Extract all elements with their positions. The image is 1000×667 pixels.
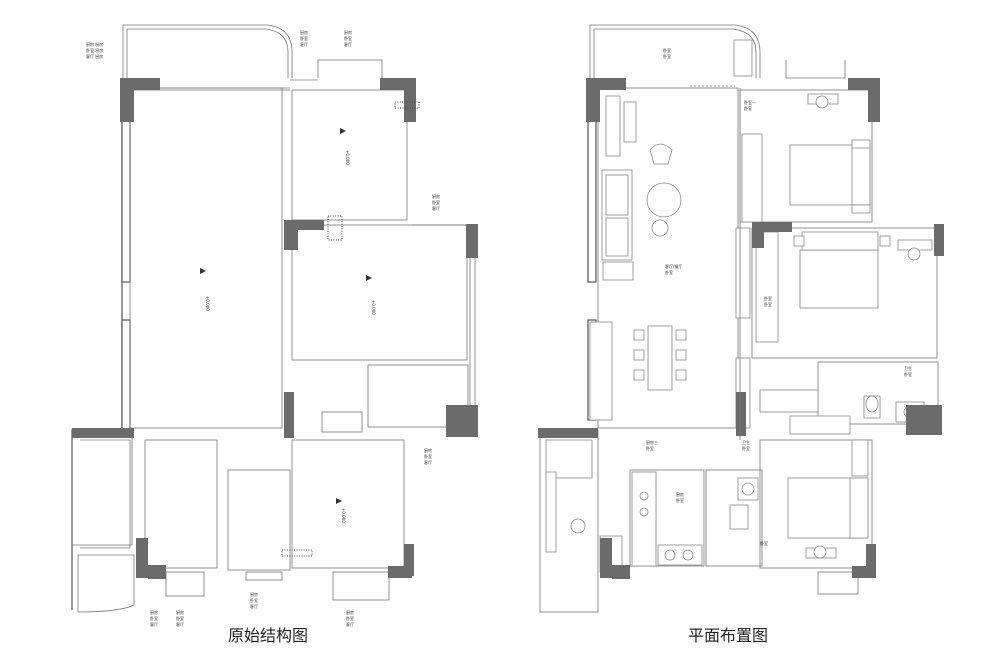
svg-text:卧室: 卧室 — [176, 615, 184, 621]
svg-text:卧室: 卧室 — [150, 615, 158, 621]
sideboard — [589, 321, 613, 421]
svg-text:厨房: 厨房 — [676, 491, 684, 497]
round-coffee-table — [646, 182, 682, 218]
svg-text:卧室一: 卧室一 — [744, 99, 756, 105]
dining-table — [647, 325, 673, 391]
svg-text:客厅: 客厅 — [346, 621, 354, 627]
bedroom-2-original — [291, 224, 468, 361]
svg-text:客厅: 客厅 — [300, 41, 308, 47]
svg-text:厨房: 厨房 — [300, 29, 308, 35]
kitchen — [629, 469, 705, 567]
tv-cabinet — [605, 95, 621, 157]
svg-text:卫生: 卫生 — [904, 365, 912, 371]
svg-text:卫生: 卫生 — [742, 439, 750, 445]
svg-text:客厅/餐厅: 客厅/餐厅 — [665, 263, 682, 269]
svg-text:+0.000: +0.000 — [205, 296, 210, 311]
svg-text:卧室: 卧室 — [676, 497, 684, 503]
svg-text:客厅: 客厅 — [424, 459, 432, 465]
sink — [657, 544, 703, 566]
caption-furniture-layout: 平面布置图 — [688, 626, 768, 645]
balcony-north — [589, 24, 761, 78]
svg-text:厨房: 厨房 — [250, 591, 258, 597]
svg-text:卧室 厨房: 卧室 厨房 — [86, 47, 103, 53]
piano — [623, 101, 637, 143]
bedroom-2 — [751, 227, 938, 359]
bathroom-2 — [705, 469, 763, 567]
svg-text:厨房三: 厨房三 — [646, 439, 658, 445]
svg-text:卧室: 卧室 — [300, 35, 308, 41]
svg-text:客厅: 客厅 — [432, 205, 440, 211]
svg-text:客厅: 客厅 — [150, 621, 158, 627]
svg-text:卧室: 卧室 — [663, 53, 671, 59]
svg-text:厨房: 厨房 — [150, 609, 158, 615]
svg-text:卧室: 卧室 — [344, 35, 352, 41]
balcony-north — [122, 24, 293, 78]
living-room-original — [129, 87, 283, 429]
svg-text:卧室: 卧室 — [424, 453, 432, 459]
svg-text:+0.000: +0.000 — [345, 150, 350, 165]
svg-text:客厅: 客厅 — [176, 621, 184, 627]
svg-text:卧室: 卧室 — [432, 199, 440, 205]
kitchen-counter — [631, 471, 657, 567]
svg-text:卧室: 卧室 — [904, 371, 912, 377]
svg-text:卧室: 卧室 — [764, 295, 772, 301]
svg-text:卧室: 卧室 — [646, 445, 654, 451]
desk — [545, 471, 557, 553]
svg-text:厨房: 厨房 — [344, 29, 352, 35]
bathroom-2-original — [227, 469, 291, 571]
wardrobe — [755, 231, 779, 343]
svg-text:厨房: 厨房 — [424, 447, 432, 453]
svg-text:厨房: 厨房 — [432, 193, 440, 199]
svg-text:卧室: 卧室 — [663, 47, 671, 53]
svg-text:+0.000: +0.000 — [341, 508, 346, 523]
svg-text:卧室: 卧室 — [760, 540, 768, 546]
svg-text:卧室: 卧室 — [250, 597, 258, 603]
svg-text:厨房: 厨房 — [346, 609, 354, 615]
wardrobe — [741, 133, 763, 223]
svg-text:卧室: 卧室 — [744, 105, 752, 111]
svg-text:厨房 厨房: 厨房 厨房 — [86, 41, 103, 47]
svg-text:卧室: 卧室 — [346, 615, 354, 621]
bedroom-3 — [759, 439, 873, 569]
balcony-southwest — [77, 554, 135, 613]
svg-text:+0.000: +0.000 — [371, 300, 376, 315]
double-bed — [799, 249, 879, 309]
bedroom-1-original — [291, 89, 408, 221]
lounge-chair — [649, 143, 673, 165]
svg-text:卧室: 卧室 — [764, 301, 772, 307]
toilet — [729, 504, 749, 530]
svg-text:客厅: 客厅 — [344, 41, 352, 47]
svg-text:卧室: 卧室 — [742, 445, 750, 451]
bedroom-3-original — [291, 439, 405, 569]
bathroom-original — [367, 364, 469, 428]
kitchen-original — [144, 439, 218, 569]
svg-text:厨房: 厨房 — [176, 609, 184, 615]
svg-text:卧室: 卧室 — [665, 269, 673, 275]
svg-text:客厅 厨房: 客厅 厨房 — [86, 53, 103, 59]
svg-text:客厅: 客厅 — [250, 603, 258, 609]
caption-original-structure: 原始结构图 — [228, 626, 308, 645]
outer-wall-left — [71, 80, 123, 610]
